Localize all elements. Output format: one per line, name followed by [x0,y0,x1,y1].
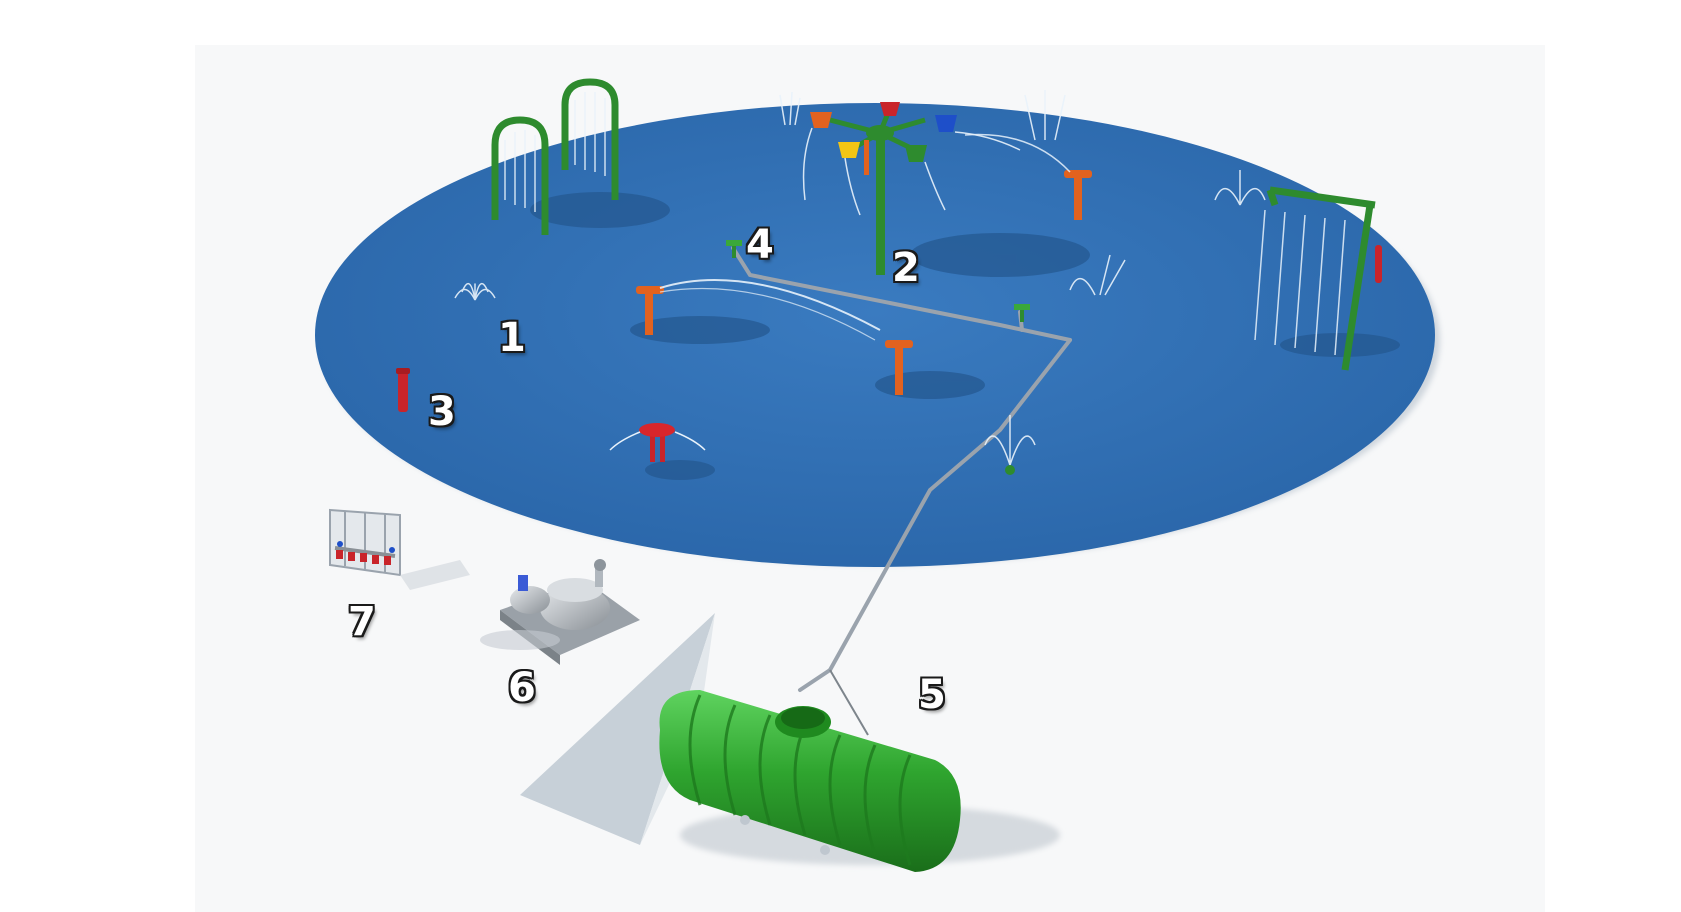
callout-2: 2 [892,245,920,291]
feature-shadows [530,192,1400,480]
tank-guy-lines [829,669,869,736]
callout-7: 7 [348,599,376,645]
red-bollard-3 [396,368,410,412]
double-arch-showers [491,78,619,235]
rain-curtain-gate [1254,186,1382,371]
floor-nozzle-right [1014,304,1030,322]
callout-4: 4 [746,222,774,268]
callout-1: 1 [498,315,526,361]
valve-manifold-panel-7 [329,508,470,590]
water-cannon-center [885,340,913,395]
splash-pad-surface [315,103,1435,567]
water-cannon-left [636,279,881,341]
pump-filter-skid-6 [480,559,640,665]
callout-3: 3 [428,389,456,435]
red-mushroom-sprayer [609,423,706,462]
bucket-tree-2 [802,102,1021,275]
floor-nozzle-4 [726,240,742,258]
underground-storage-tank-5 [659,690,961,872]
ground-spray-1 [454,283,496,301]
water-cannon-right [964,133,1092,220]
top-jets [779,90,1266,466]
supply-pipe [731,246,1072,692]
callout-6: 6 [508,665,536,711]
jet-base [1005,465,1015,475]
callout-5: 5 [918,672,946,718]
